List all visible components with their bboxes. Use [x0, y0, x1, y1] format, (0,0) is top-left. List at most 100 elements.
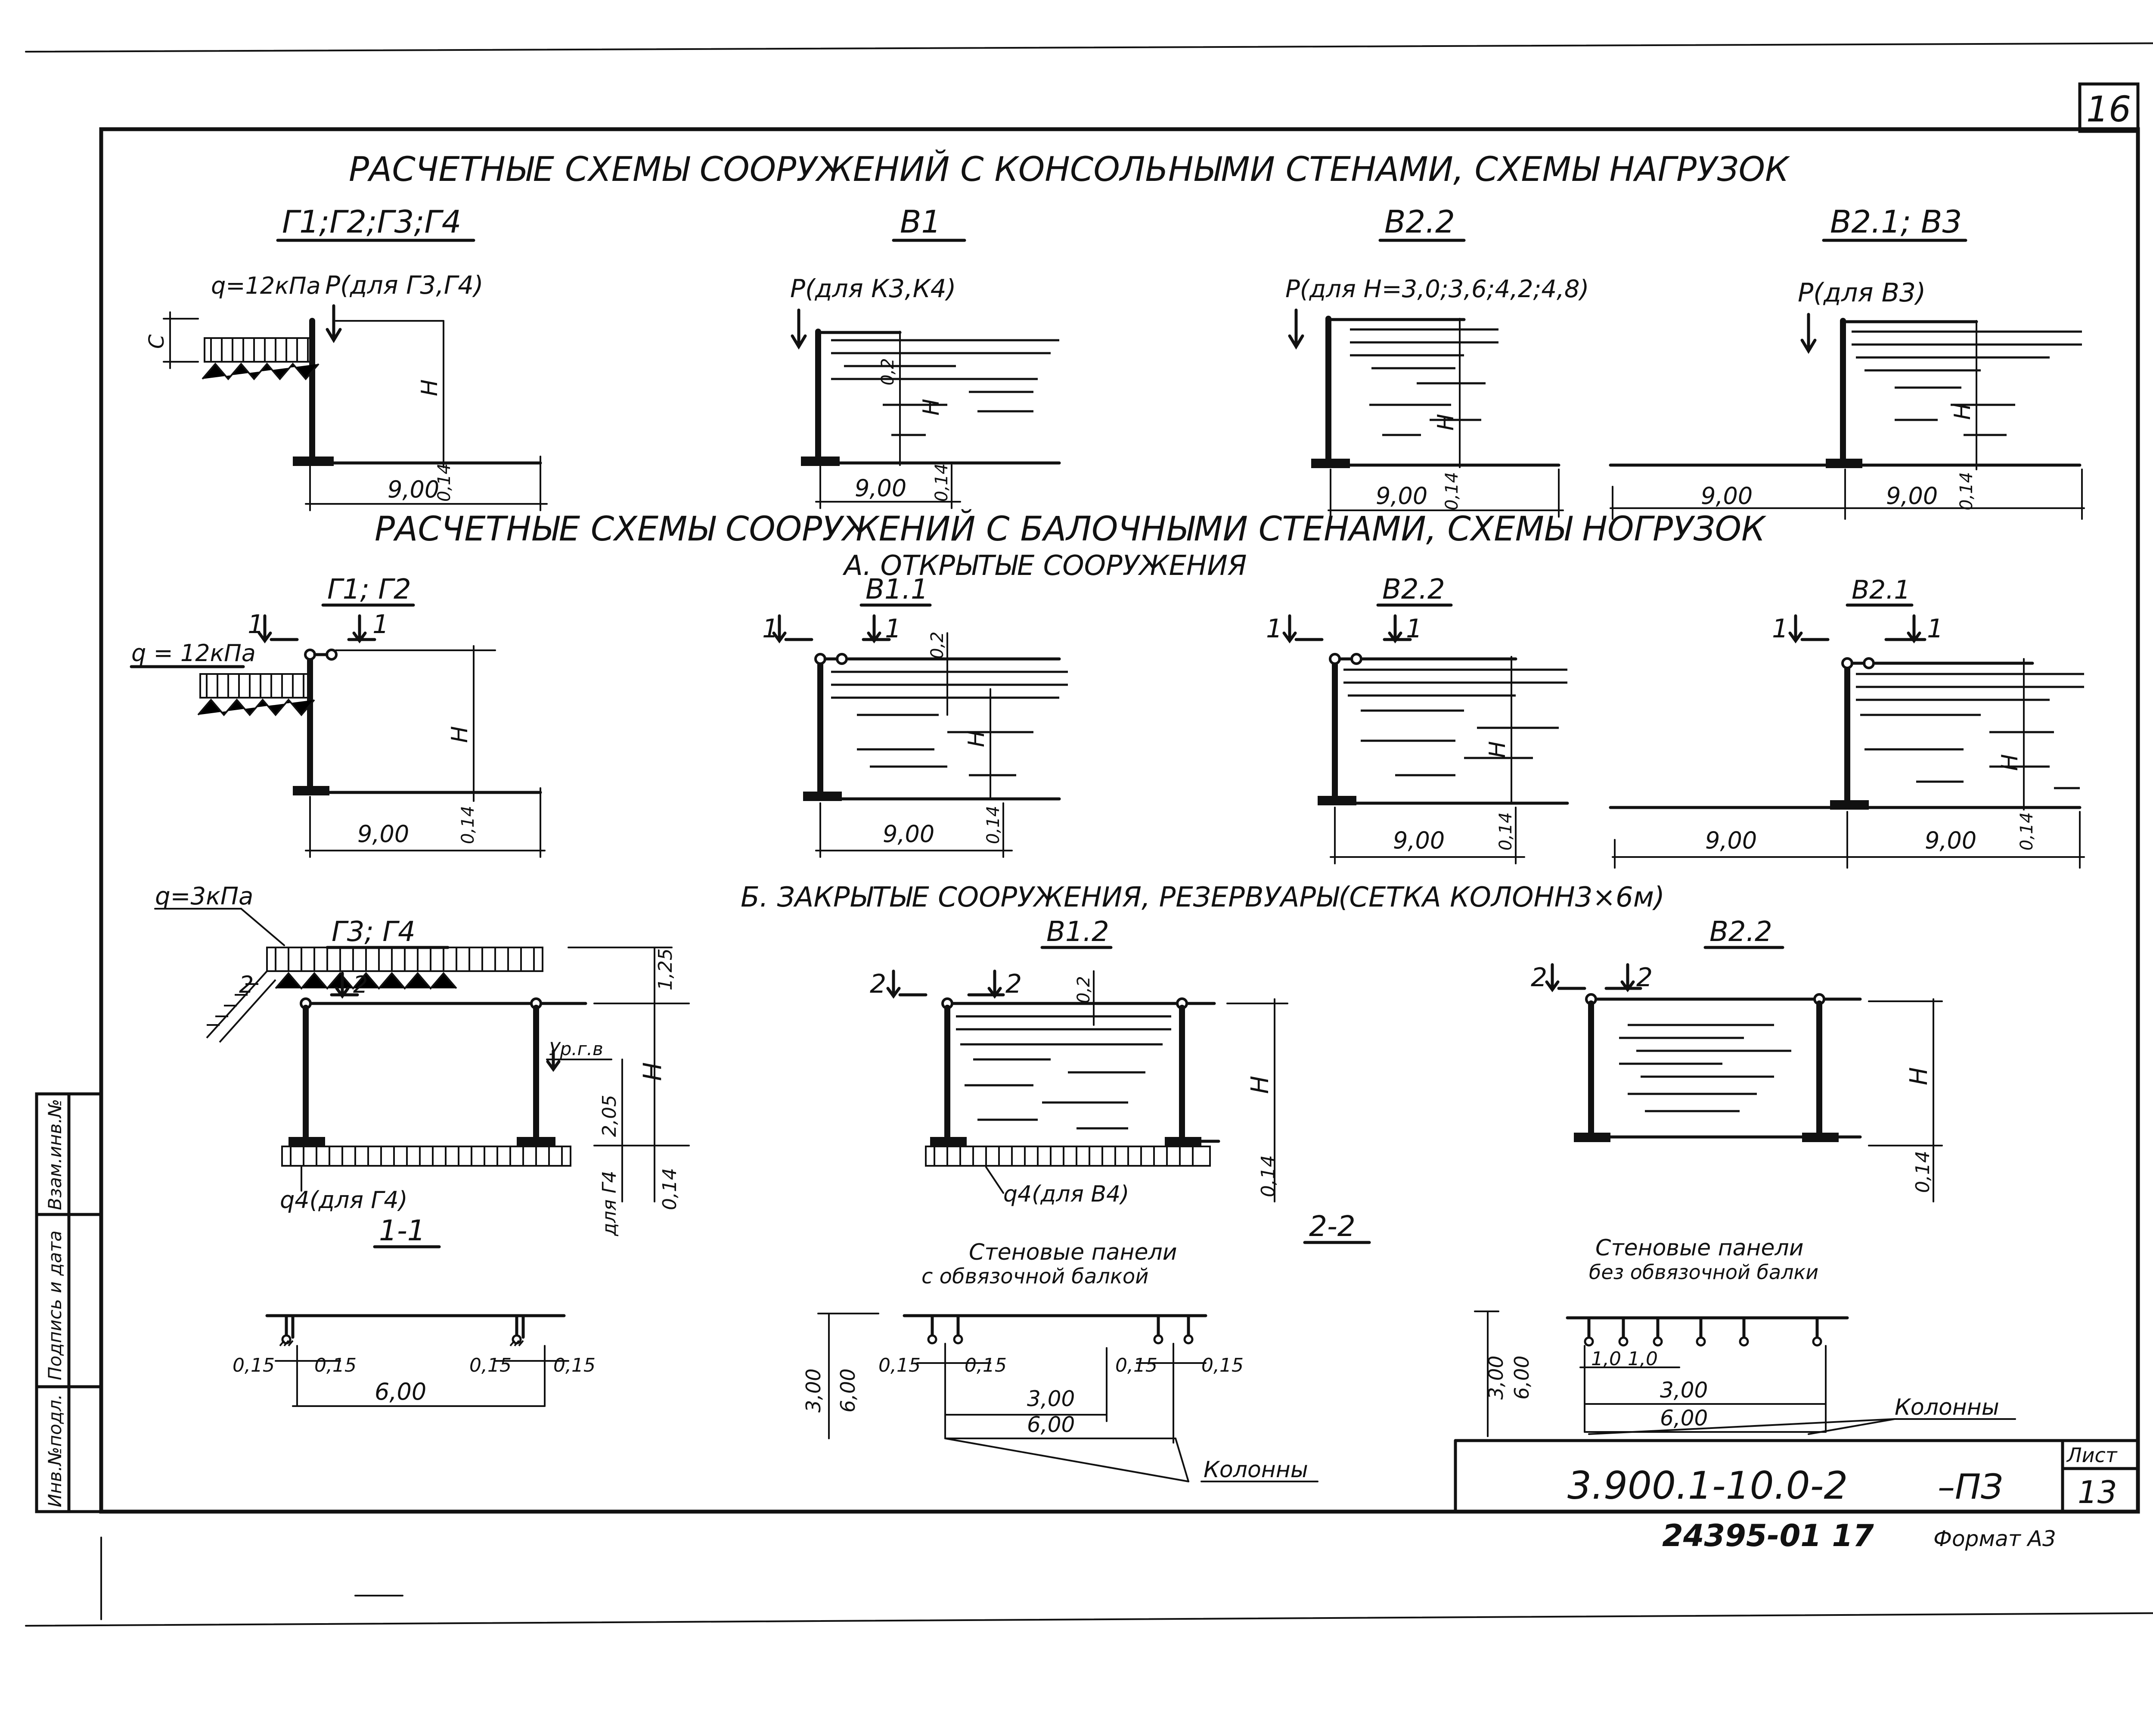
scheme-r3-g: q=3кПа Г3; Г4 2 2 Ур.г.в 1,25 H 2,05 для… [154, 882, 690, 1248]
pwo-v300: 3,00 [1484, 1356, 1508, 1400]
dim-r1-g: 9,00 [388, 476, 439, 503]
panels-without-title1: Стеновые панели [1595, 1235, 1804, 1261]
dim-r1-b1: 9,00 [855, 475, 906, 502]
scheme-r2-b21: В2.1 1 1 H 9,00 9,00 0,14 [1609, 575, 2085, 869]
c-r1-g: C [145, 334, 169, 349]
pw-columns: Колонны [1204, 1457, 1308, 1483]
p-r1-b21: P(для В3) [1798, 278, 1926, 308]
label-r2-b21: В2.1 [1852, 575, 1911, 605]
s11-dim: 6,00 [375, 1378, 426, 1405]
q-r3-g: q=3кПа [155, 882, 253, 910]
scheme-r3-b12: В1.2 2 2 0,2 H 0,14 q4(для В4) 2-2 [870, 916, 1371, 1244]
scan-edge-bottom [25, 1612, 2153, 1627]
scheme-r2-b22: В2.2 1 1 H 9,00 0,14 [1266, 574, 1569, 864]
dim-r1-b21: 9,00 [1886, 482, 1938, 509]
dim-left-r1-b21: 9,00 [1701, 482, 1753, 509]
pwo-d600: 6,00 [1660, 1406, 1708, 1431]
q4-r3-b12: q4(для В4) [1003, 1181, 1129, 1207]
title-block: 3.900.1-10.0-2 –ПЗ Лист 13 24395-01 17 Ф… [1454, 1439, 2140, 1553]
s11-d015-d: 0,15 [553, 1354, 596, 1376]
pwo-columns: Колонны [1895, 1394, 1999, 1420]
dim2-r2-b11: 0,14 [983, 806, 1003, 844]
section-11-label: 1-1 [379, 1214, 425, 1247]
scheme-r2-g: Г1; Г2 1 1 q = 12кПа H 9,00 0,14 [130, 574, 546, 858]
below-code: 24395-01 17 [1662, 1518, 1874, 1553]
d014-r3-b12: 0,14 [1257, 1155, 1279, 1197]
dim-r2-b11: 9,00 [883, 820, 934, 848]
section-22-label: 2-2 [1309, 1210, 1356, 1243]
format-label: Формат А3 [1933, 1526, 2056, 1551]
q4-r3-g: q4(для Г4) [280, 1186, 408, 1214]
pwo-d10-b: 1,0 [1628, 1348, 1658, 1370]
d014-r3-b22: 0,14 [1912, 1151, 1934, 1193]
pw-v300: 3,00 [802, 1369, 825, 1413]
scheme-r1-b21: В2.1; В3 P(для В3) H 9,00 9,00 0,14 [1609, 204, 2085, 520]
dim-r2-g: 9,00 [357, 820, 409, 848]
dim2-r2-b21: 0,14 [2017, 812, 2037, 851]
label-r3-b12: В1.2 [1046, 916, 1109, 948]
title-block-suffix: –ПЗ [1938, 1467, 2003, 1507]
section-panels-with-beam: Стеновые панели с обвязочной балкой 0,15… [802, 1239, 1318, 1483]
ugv-r3-g: Ур.г.в [549, 1038, 603, 1059]
corner-number-box [2078, 82, 2140, 133]
d02-r1-b1: 0,2 [878, 358, 898, 385]
title-closed: Б. ЗАКРЫТЫЕ СООРУЖЕНИЯ, РЕЗЕРВУАРЫ(СЕТКА… [741, 882, 1665, 913]
d-g4-r3-g: для Г4 [599, 1171, 620, 1236]
h-r1-g: H [417, 379, 443, 396]
title-beam: РАСЧЕТНЫЕ СХЕМЫ СООРУЖЕНИЙ С БАЛОЧНЫМИ С… [375, 509, 1767, 549]
dim-r1-b22: 9,00 [1376, 482, 1427, 509]
d02-r2-b11: 0,2 [928, 631, 947, 659]
title-open: А. ОТКРЫТЫЕ СООРУЖЕНИЯ [842, 550, 1247, 582]
label-r2-b11: В1.1 [866, 574, 928, 606]
pw-d300: 3,00 [1027, 1386, 1075, 1411]
corner-number: 16 [2086, 89, 2131, 130]
cut2-right-r3-b12: 2 [1005, 969, 1022, 999]
h-r2-b21: H [1997, 754, 2023, 771]
panels-with-title1: Стеновые панели [969, 1239, 1177, 1265]
pwo-v600: 6,00 [1510, 1356, 1533, 1400]
pw-v600: 6,00 [836, 1369, 859, 1413]
h-r1-b1: H [918, 399, 944, 416]
scheme-r1-b22: В2.2 P(для H=3,0;3,6;4,2;4,8) H 9,00 0,1… [1285, 204, 1589, 518]
title-block-sheet-number: 13 [2078, 1474, 2117, 1510]
dim2-r2-g: 0,14 [458, 806, 478, 844]
drawing-frame [99, 127, 2140, 1514]
h-r3-g: H [638, 1062, 667, 1081]
dim2-r1-b21: 0,14 [1957, 472, 1976, 510]
pw-d015-a: 0,15 [878, 1354, 921, 1376]
s11-d015-a: 0,15 [233, 1354, 275, 1376]
dim2-r2-b22: 0,14 [1496, 812, 1516, 851]
scheme-r2-b11: В1.1 1 1 0,2 H 9,00 0,14 [762, 574, 1068, 858]
dim-r2-b21: 9,00 [1925, 827, 1976, 854]
stamp-signature-date: Подпись и дата [44, 1230, 65, 1380]
s11-d015-b: 0,15 [314, 1354, 357, 1376]
h-r1-b21: H [1950, 403, 1976, 420]
label-r2-b22: В2.2 [1382, 574, 1445, 606]
pwo-d300: 3,00 [1660, 1378, 1708, 1403]
q-r2-g: q = 12кПа [131, 640, 256, 667]
h-r2-g: H [447, 726, 473, 743]
cut2-left-r3-b22: 2 [1531, 963, 1547, 993]
dim2-r1-g: 0,14 [434, 463, 454, 502]
pw-d015-d: 0,15 [1201, 1354, 1244, 1376]
cut2-left-r3-b12: 2 [870, 969, 886, 999]
scheme-r3-b22: В2.2 2 2 H 0,14 [1531, 916, 1943, 1202]
cut2-left-r3-g: 2 [239, 971, 254, 998]
h-r2-b22: H [1485, 741, 1511, 758]
d014-r3-g: 0,14 [659, 1168, 681, 1210]
h-r1-b22: H [1433, 414, 1459, 431]
stamp-vzam-inv: Взам.инв.№ [44, 1099, 65, 1210]
d02-r3-b12: 0,2 [1074, 976, 1094, 1003]
cut1-left-r2-b21: 1 [1772, 614, 1788, 644]
label-r3-g: Г3; Г4 [332, 916, 416, 948]
dim-r2-b22: 9,00 [1393, 827, 1445, 854]
d125-r3-g: 1,25 [655, 948, 676, 991]
dim2-r1-b1: 0,14 [932, 463, 952, 502]
panels-without-title2: без обвязочной балки [1589, 1261, 1818, 1284]
scheme-r1-g: Г1;Г2;Г3;Г4 q=12кПа P(для Г3,Г4) C H 9,0… [145, 204, 548, 511]
p-r1-g: P(для Г3,Г4) [325, 270, 484, 300]
cut1-left-r2-b11: 1 [762, 614, 779, 644]
title-cantilever: РАСЧЕТНЫЕ СХЕМЫ СООРУЖЕНИЙ С КОНСОЛЬНЫМИ… [349, 149, 1790, 189]
label-r2-g: Г1; Г2 [327, 574, 411, 606]
